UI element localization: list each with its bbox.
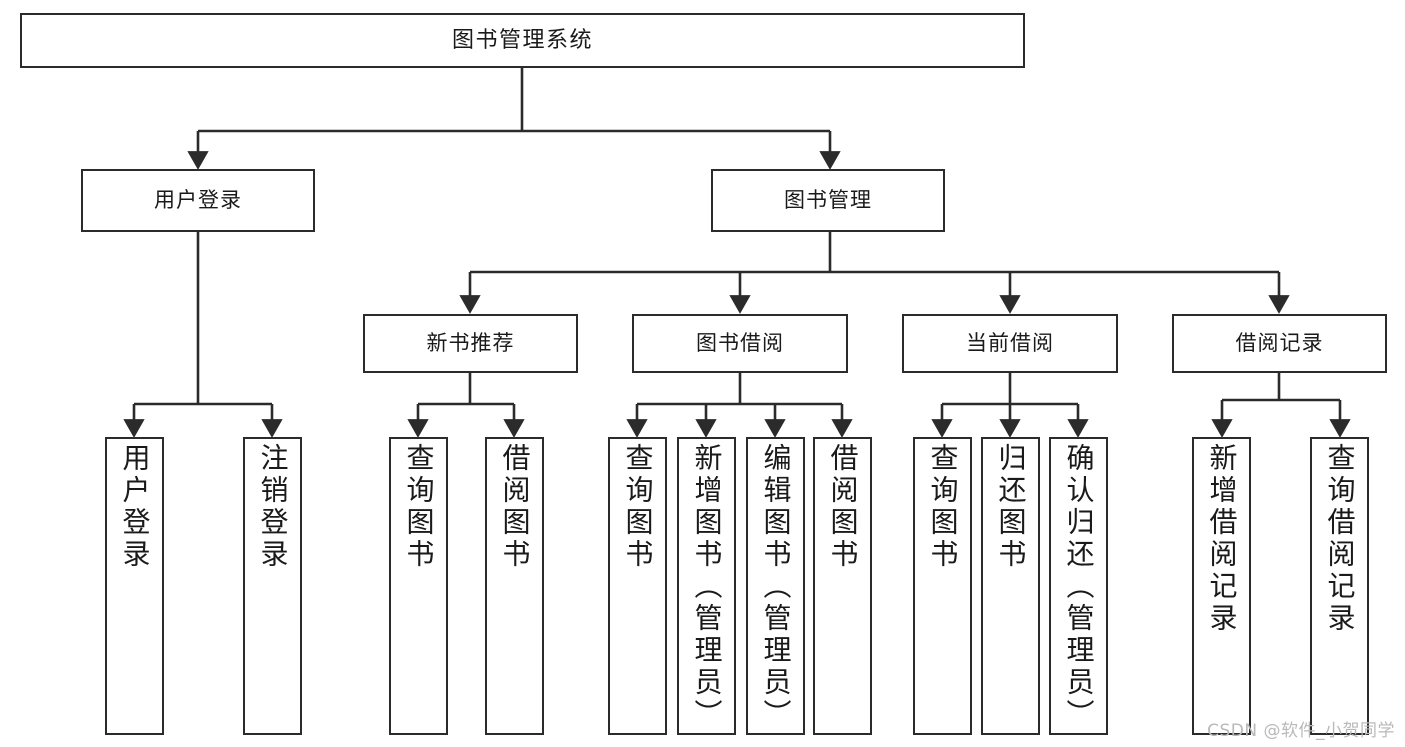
watermark-text: CSDN @软件_小贺同学 [1207, 721, 1395, 741]
node-leaf-edit-book[interactable]: 编辑图书（管理员） [746, 437, 805, 735]
node-label: 用户登录 [154, 188, 242, 213]
node-label: 借阅图书 [498, 443, 532, 571]
node-book-borrow[interactable]: 图书借阅 [632, 314, 848, 373]
node-label: 编辑图书（管理员） [759, 443, 793, 731]
node-leaf-add-record[interactable]: 新增借阅记录 [1192, 437, 1251, 735]
node-current-borrow[interactable]: 当前借阅 [902, 314, 1118, 373]
node-leaf-query-book-2[interactable]: 查询图书 [608, 437, 667, 735]
node-label: 图书管理 [784, 188, 872, 213]
node-leaf-query-book-1[interactable]: 查询图书 [389, 437, 448, 735]
node-leaf-query-record[interactable]: 查询借阅记录 [1310, 437, 1369, 735]
node-label: 确认归还（管理员） [1062, 443, 1096, 731]
node-label: 查询图书 [621, 443, 655, 571]
node-leaf-confirm-return[interactable]: 确认归还（管理员） [1049, 437, 1108, 735]
node-leaf-borrow-book-2[interactable]: 借阅图书 [813, 437, 872, 735]
node-new-book-recommend[interactable]: 新书推荐 [363, 314, 578, 373]
node-label: 新书推荐 [426, 331, 515, 356]
node-user-login[interactable]: 用户登录 [81, 169, 315, 232]
node-leaf-add-book[interactable]: 新增图书（管理员） [677, 437, 736, 735]
node-label: 新增图书（管理员） [690, 443, 724, 731]
node-label: 查询图书 [402, 443, 436, 571]
node-borrow-record[interactable]: 借阅记录 [1172, 314, 1387, 373]
node-leaf-logout[interactable]: 注销登录 [243, 437, 302, 735]
node-book-manage[interactable]: 图书管理 [711, 169, 945, 232]
node-label: 用户登录 [118, 443, 152, 571]
node-leaf-user-login[interactable]: 用户登录 [105, 437, 164, 735]
node-label: 注销登录 [256, 443, 290, 571]
node-leaf-query-book-3[interactable]: 查询图书 [913, 437, 972, 735]
node-label: 新增借阅记录 [1205, 443, 1239, 635]
node-label: 图书借阅 [696, 331, 784, 356]
node-leaf-return-book[interactable]: 归还图书 [981, 437, 1040, 735]
node-root-book-management-system[interactable]: 图书管理系统 [20, 13, 1025, 68]
node-leaf-borrow-book-1[interactable]: 借阅图书 [485, 437, 544, 735]
node-label: 借阅图书 [826, 443, 860, 571]
node-label: 归还图书 [994, 443, 1028, 571]
node-label: 图书管理系统 [451, 27, 593, 53]
node-label: 借阅记录 [1235, 331, 1324, 356]
node-label: 查询借阅记录 [1323, 443, 1357, 635]
node-label: 当前借阅 [966, 331, 1054, 356]
node-label: 查询图书 [926, 443, 960, 571]
